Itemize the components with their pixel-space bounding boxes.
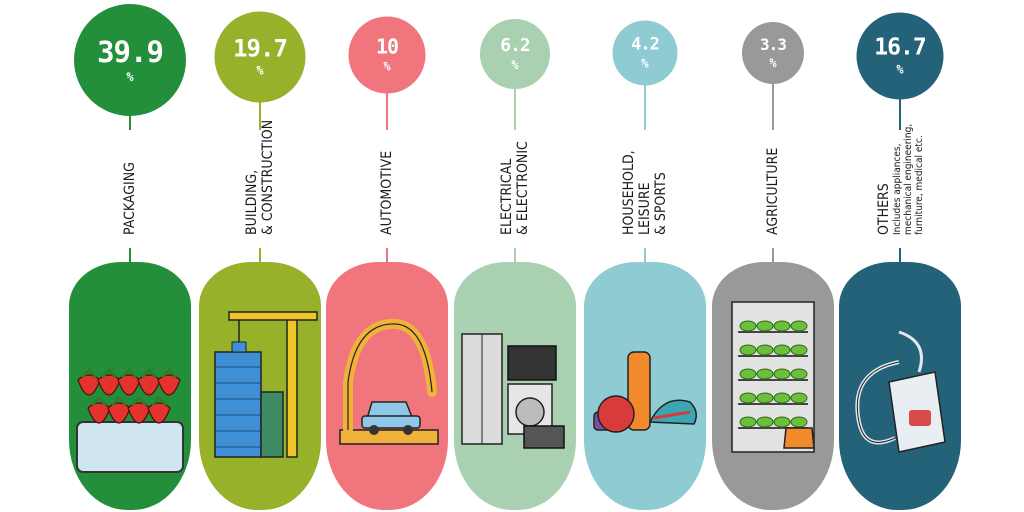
value-label: 16.7 [874,34,926,61]
pill-connector [259,248,261,266]
category-label: ELECTRICAL& ELECTRONIC [499,141,531,235]
value-stem [772,52,774,130]
category-label-line: & SPORTS [653,172,669,235]
category-label: AUTOMOTIVE [379,151,395,235]
robot-arm-car-icon [339,318,439,445]
category-label-line: PACKAGING [122,162,138,235]
category-label-line: OTHERS [876,183,892,235]
value-bubble: 4.2% [612,20,678,86]
crane-building-icon [214,311,318,458]
category-label-line: & ELECTRONIC [515,141,531,235]
appliances-icon [461,333,565,449]
category-panel [839,262,961,510]
sports-gear-icon [593,351,697,433]
column-2: 19.7% BUILDING,& CONSTRUCTION [195,0,325,512]
percent-sign: % [641,56,649,71]
category-label-line: AGRICULTURE [765,147,781,235]
category-panel [454,262,576,510]
category-label-line: ELECTRICAL [499,158,515,235]
category-note: Includes appliances, mechanical engineer… [892,123,925,235]
category-panel [326,262,448,510]
value-bubble: 10% [348,16,426,94]
value-label: 39.9 [97,34,164,69]
pill-connector [899,248,901,266]
category-label: PACKAGING [122,162,138,235]
greenhouse-icon [731,301,815,453]
category-label: HOUSEHOLD,LEISURE& SPORTS [621,150,669,235]
category-label-line: & CONSTRUCTION [260,119,276,235]
value-stem [514,53,516,130]
percent-sign: % [256,63,264,78]
column-6: 3.3% AGRICULTURE [708,0,838,512]
value-bubble: 39.9% [74,4,186,116]
pill-connector [514,248,516,266]
percent-sign: % [511,57,519,72]
value-label: 4.2 [631,34,660,55]
category-label-line: HOUSEHOLD, [621,150,637,235]
strawberries-icon [76,367,184,473]
pill-connector [386,248,388,266]
value-bubble: 16.7% [856,12,944,100]
value-bubble: 19.7% [214,11,306,103]
column-5: 4.2% HOUSEHOLD,LEISURE& SPORTS [580,0,710,512]
percent-sign: % [769,55,777,70]
value-label: 10 [375,34,399,59]
category-label: AGRICULTURE [765,148,781,235]
category-panel [69,262,191,510]
value-label: 19.7 [233,34,288,63]
column-1: 39.9% PACKAGING [65,0,195,512]
category-label-line: AUTOMOTIVE [379,150,395,235]
value-stem [644,52,646,130]
category-label-line: LEISURE [637,182,653,235]
value-label: 6.2 [500,34,530,56]
category-label-line: BUILDING, [244,169,260,235]
pill-connector [129,248,131,266]
pill-connector [772,248,774,266]
value-bubble: 3.3% [742,21,804,84]
column-3: 10% AUTOMOTIVE [322,0,452,512]
value-label: 3.3 [760,34,787,54]
medical-bag-icon [855,330,946,453]
category-panel [712,262,834,510]
percent-sign: % [126,69,134,84]
percent-sign: % [383,59,391,74]
percent-sign: % [896,62,904,77]
pill-connector [644,248,646,266]
category-label: BUILDING,& CONSTRUCTION [244,120,276,235]
category-panel [199,262,321,510]
value-bubble: 6.2% [480,18,550,89]
column-4: 6.2% ELECTRICAL& ELECTRONIC [450,0,580,512]
category-panel [584,262,706,510]
